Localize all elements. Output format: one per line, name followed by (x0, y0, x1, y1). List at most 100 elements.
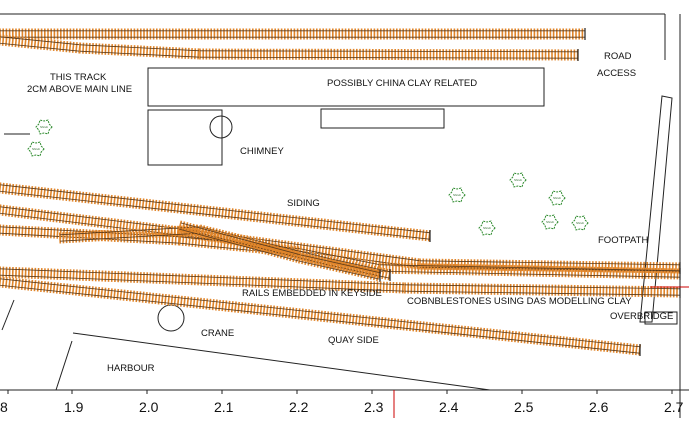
tree-outline (448, 187, 466, 203)
tree-outline (27, 141, 45, 157)
label-crane: CRANE (201, 328, 234, 339)
label-harbour: HARBOUR (107, 363, 155, 374)
track-siding (0, 182, 431, 242)
rail (199, 50, 579, 53)
tree-icon: Shrub (448, 187, 466, 203)
label-access: ACCESS (597, 68, 636, 79)
label-footpath: FOOTPATH (598, 235, 648, 246)
rail (0, 268, 406, 286)
rail (419, 260, 681, 266)
rail (80, 44, 201, 52)
tree-icon: Shrub (35, 119, 53, 135)
tree-outline (571, 215, 589, 231)
tree-outline (509, 172, 527, 188)
track-main (0, 224, 681, 280)
overbridge-structure (639, 95, 673, 323)
rail (0, 278, 641, 348)
tree-label: Shrub (483, 226, 491, 230)
label-rails-embedded: RAILS EMBEDDED IN KEYSIDE (242, 288, 382, 299)
rail (180, 222, 301, 256)
track-quay-lower (0, 276, 641, 356)
label-china-clay: POSSIBLY CHINA CLAY RELATED (327, 78, 477, 89)
track-top-2 (0, 34, 579, 61)
sleepers (78, 42, 200, 60)
track-quay (0, 266, 681, 298)
label-cobblestones: COBNBLESTONES USING DAS MODELLING CLAY (407, 296, 632, 307)
rail (59, 226, 200, 236)
ruler-tick-label: 2.6 (589, 399, 609, 415)
rail (380, 264, 681, 272)
crane-circle (157, 304, 185, 332)
tree-icon: Shrub (541, 214, 559, 230)
rail (199, 56, 579, 59)
label-chimney: CHIMNEY (240, 146, 284, 157)
sleepers (177, 220, 300, 263)
sleepers (298, 252, 381, 282)
tree-outline (35, 119, 53, 135)
rail (200, 226, 331, 260)
ruler-tick-label: 2.0 (139, 399, 159, 415)
track-top-1 (0, 28, 586, 40)
rail (0, 206, 181, 230)
tree-outline (548, 190, 566, 206)
sleepers (379, 262, 679, 280)
rail (404, 284, 681, 290)
ruler-tick-label: 2.1 (214, 399, 234, 415)
tree-icon: Shrub (27, 141, 45, 157)
tree-label: Shrub (546, 220, 554, 224)
tree-label: Shrub (453, 193, 461, 197)
sleepers (404, 282, 678, 298)
chimney-circle (209, 115, 233, 139)
rail (60, 232, 201, 242)
tree-label: Shrub (576, 221, 584, 225)
tree-icon: Shrub (478, 220, 496, 236)
ruler-tick-label: 2.4 (439, 399, 459, 415)
rail (404, 290, 681, 296)
ruler-tick-label: 2.5 (514, 399, 534, 415)
rail (330, 258, 391, 273)
tree-icon: Shrub (571, 215, 589, 231)
sleepers (0, 28, 584, 40)
rail (0, 42, 80, 52)
sleepers (0, 276, 641, 356)
sleepers (0, 182, 431, 242)
ruler-tick-label: 2.3 (364, 399, 384, 415)
label-this-track: THIS TRACK (50, 72, 107, 83)
rail (0, 36, 81, 46)
tree-outline (478, 220, 496, 236)
rail (0, 284, 640, 354)
tree-label: Shrub (514, 178, 522, 182)
ruler-tick-label: 2.2 (289, 399, 309, 415)
rail (199, 232, 330, 266)
rail (0, 190, 430, 240)
tree-label: Shrub (32, 147, 40, 151)
track-crossover-2 (177, 220, 381, 282)
tree-icon: Shrub (548, 190, 566, 206)
harbour-wall (55, 340, 73, 391)
tree-icon: Shrub (509, 172, 527, 188)
label-quay-side: QUAY SIDE (328, 335, 379, 346)
rail (300, 248, 381, 266)
rail (299, 260, 380, 280)
label-above-main-line: 2CM ABOVE MAIN LINE (27, 84, 132, 95)
rail (179, 228, 300, 262)
sleepers (0, 266, 404, 294)
sleepers (0, 34, 81, 54)
rail (79, 50, 200, 58)
harbour-wall-left (1, 299, 15, 331)
tracks-layer (0, 28, 681, 356)
china-clay-building (147, 67, 545, 107)
tree-label: Shrub (553, 196, 561, 200)
label-overbridge: OVERBRIDGE (610, 311, 673, 322)
sleepers (419, 258, 681, 274)
rail (379, 270, 680, 278)
rail (0, 184, 431, 234)
tree-outline (541, 214, 559, 230)
harbour-edge (72, 332, 491, 391)
rail (0, 274, 405, 292)
rail (0, 232, 180, 244)
